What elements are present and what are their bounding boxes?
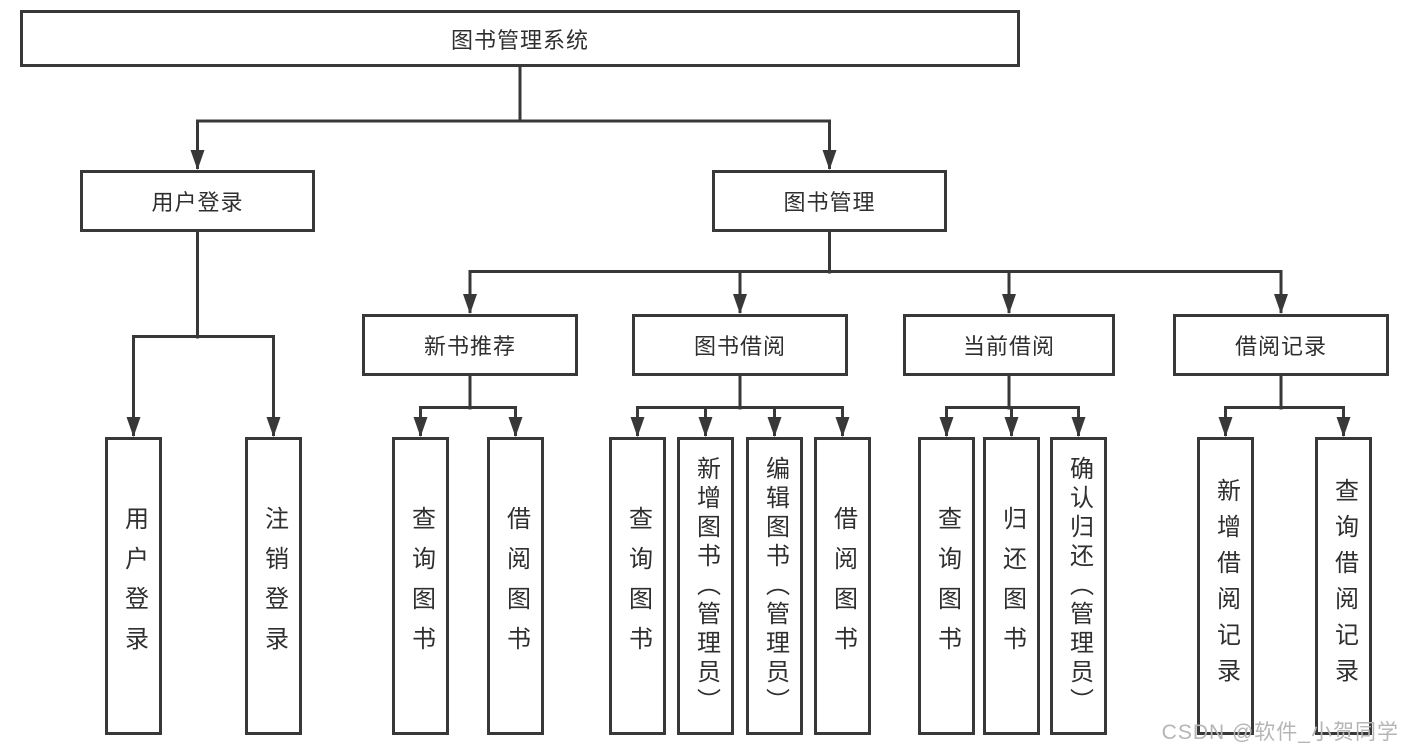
csdn-watermark: CSDN @软件_小贺同学 — [1161, 721, 1399, 744]
node-library-management-system: 图书管理系统 — [20, 10, 1020, 67]
leaf-confirm-return-admin: 确认归还（管理员） — [1050, 437, 1107, 735]
node-current-borrow: 当前借阅 — [903, 314, 1115, 376]
leaf-add-borrow-record: 新增借阅记录 — [1197, 437, 1254, 735]
leaf-edit-book-admin: 编辑图书（管理员） — [746, 437, 803, 735]
leaf-query-books-borrow: 查询图书 — [609, 437, 666, 735]
leaf-borrow-books: 借阅图书 — [814, 437, 871, 735]
leaf-query-borrow-record: 查询借阅记录 — [1315, 437, 1372, 735]
leaf-user-login: 用户登录 — [105, 437, 162, 735]
node-book-borrow: 图书借阅 — [632, 314, 848, 376]
node-new-book-recommend: 新书推荐 — [362, 314, 578, 376]
node-borrow-records: 借阅记录 — [1173, 314, 1389, 376]
leaf-query-books-recommend: 查询图书 — [392, 437, 449, 735]
leaf-add-book-admin: 新增图书（管理员） — [677, 437, 734, 735]
connector-stems — [132, 65, 1345, 410]
node-user-login: 用户登录 — [80, 170, 315, 232]
leaf-borrow-books-recommend: 借阅图书 — [487, 437, 544, 735]
leaf-return-books: 归还图书 — [983, 437, 1040, 735]
connector-arrows — [126, 120, 1351, 437]
node-book-management: 图书管理 — [712, 170, 947, 232]
leaf-query-books-current: 查询图书 — [918, 437, 975, 735]
leaf-logout: 注销登录 — [245, 437, 302, 735]
